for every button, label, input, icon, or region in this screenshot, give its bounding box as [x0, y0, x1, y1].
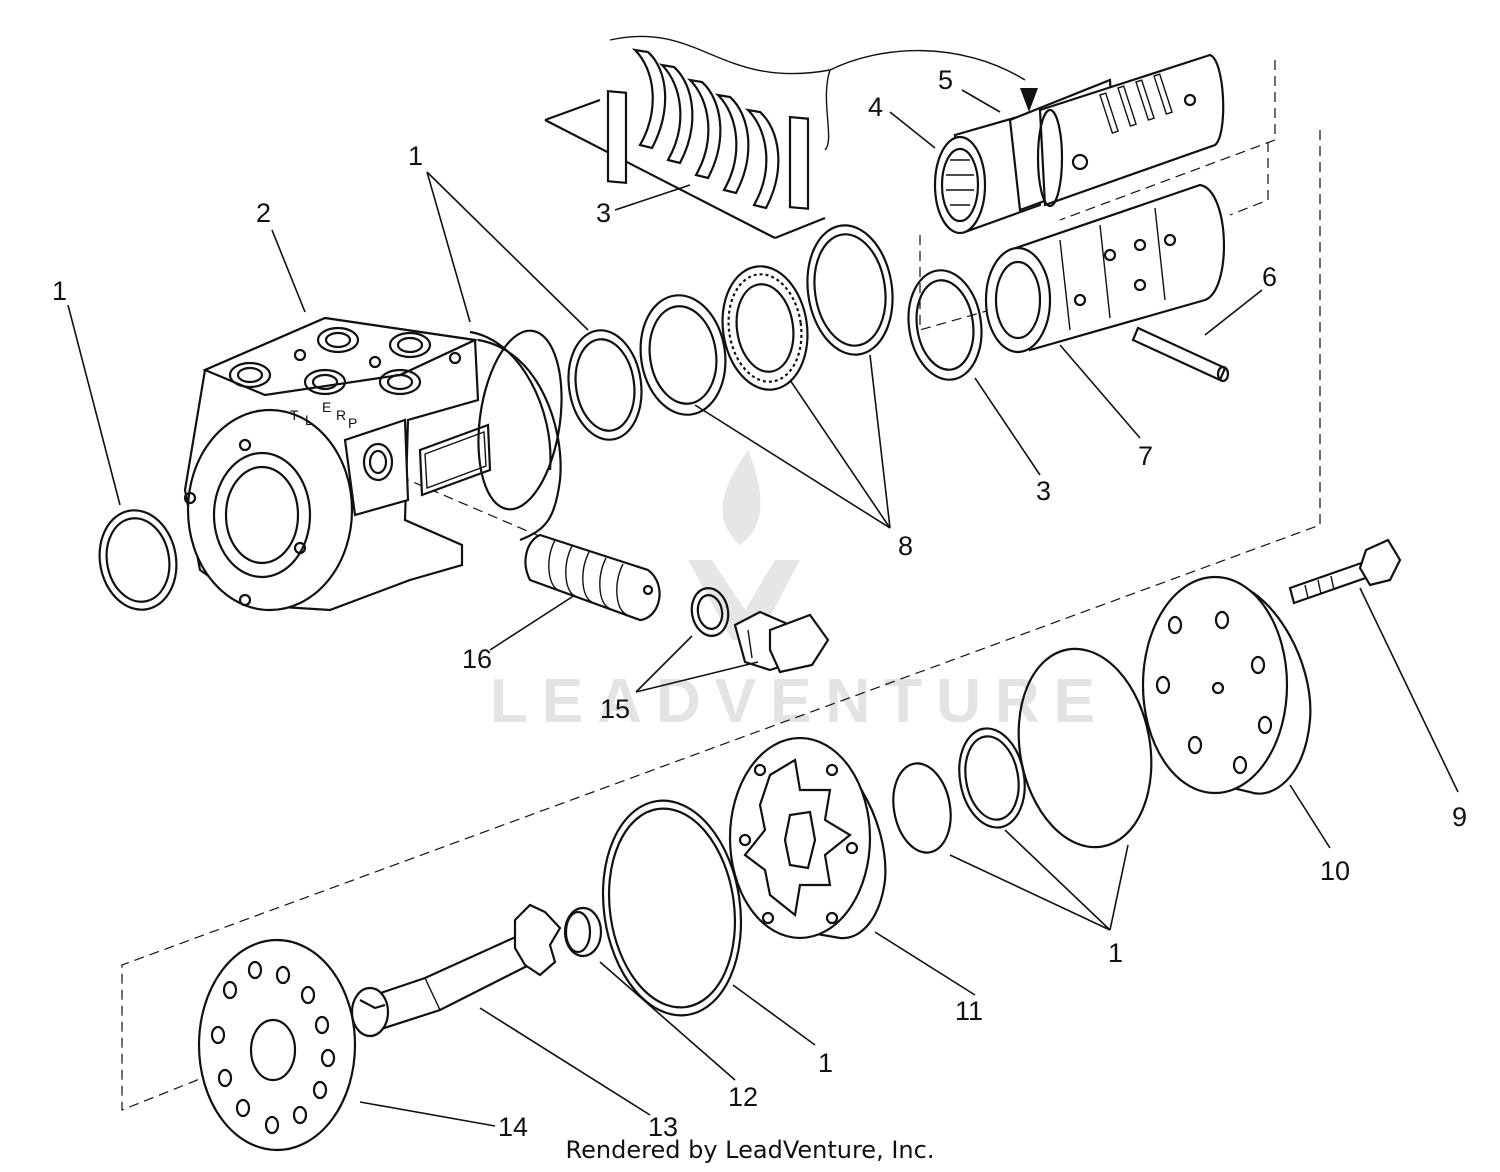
port-letter-t: T — [290, 407, 299, 423]
port-letter-r: R — [336, 407, 346, 423]
port-letter-e: E — [322, 399, 331, 415]
callout-labels: 1 2 1 3 4 5 6 7 3 8 16 15 9 10 1 11 1 12… — [52, 65, 1467, 1142]
part-1-seals-lower — [892, 647, 1153, 854]
callout-1d: 1 — [818, 1048, 833, 1078]
callout-3b: 3 — [1036, 476, 1051, 506]
part-1-o-ring-gerotor — [601, 799, 743, 1017]
watermark-text: LEADVENTURE — [490, 667, 1109, 736]
part-12-spacer — [563, 906, 603, 958]
part-2-valve-housing: T L E R P — [183, 316, 562, 612]
callout-14: 14 — [498, 1112, 528, 1142]
callout-16: 16 — [462, 644, 492, 674]
callout-4: 4 — [868, 92, 883, 122]
callout-8: 8 — [898, 531, 913, 561]
leadventure-watermark-logo: LEADVENTURE — [490, 450, 1109, 736]
part-16-relief-spring — [524, 533, 661, 622]
part-3-centering-springs — [544, 35, 1038, 240]
part-1-o-ring-left — [98, 509, 178, 611]
leader-lines — [67, 89, 1459, 1127]
render-credit-footer: Rendered by LeadVenture, Inc. — [565, 1136, 935, 1164]
part-13-drive-shaft — [350, 903, 562, 1038]
part-1-o-ring-housing — [477, 329, 563, 511]
callout-1a: 1 — [52, 276, 67, 306]
callout-12: 12 — [728, 1082, 758, 1112]
port-letter-l: L — [305, 412, 313, 428]
callout-10: 10 — [1320, 856, 1350, 886]
callout-11: 11 — [955, 996, 983, 1026]
callout-1c: 1 — [1108, 938, 1123, 968]
callout-15: 15 — [600, 694, 630, 724]
callout-1b: 1 — [408, 141, 423, 171]
part-14-wear-plate — [197, 938, 357, 1152]
part-8-bearing-set — [567, 224, 894, 441]
part-15-plug-washer — [690, 587, 830, 674]
callout-3a: 3 — [596, 198, 611, 228]
callout-6: 6 — [1262, 262, 1277, 292]
callout-7: 7 — [1138, 441, 1153, 471]
part-6-pin — [1131, 326, 1230, 383]
part-7-sleeve — [984, 183, 1226, 354]
port-letter-p: P — [348, 415, 357, 431]
callout-13: 13 — [648, 1112, 678, 1142]
callout-9: 9 — [1452, 802, 1467, 832]
callout-5: 5 — [938, 65, 953, 95]
callout-2: 2 — [256, 198, 271, 228]
part-11-gerotor — [728, 736, 887, 940]
part-5-sleeve — [1036, 53, 1225, 208]
part-9-cap-screw — [1288, 538, 1402, 605]
part-10-end-cap — [1141, 575, 1312, 795]
part-3-ring — [907, 269, 983, 381]
